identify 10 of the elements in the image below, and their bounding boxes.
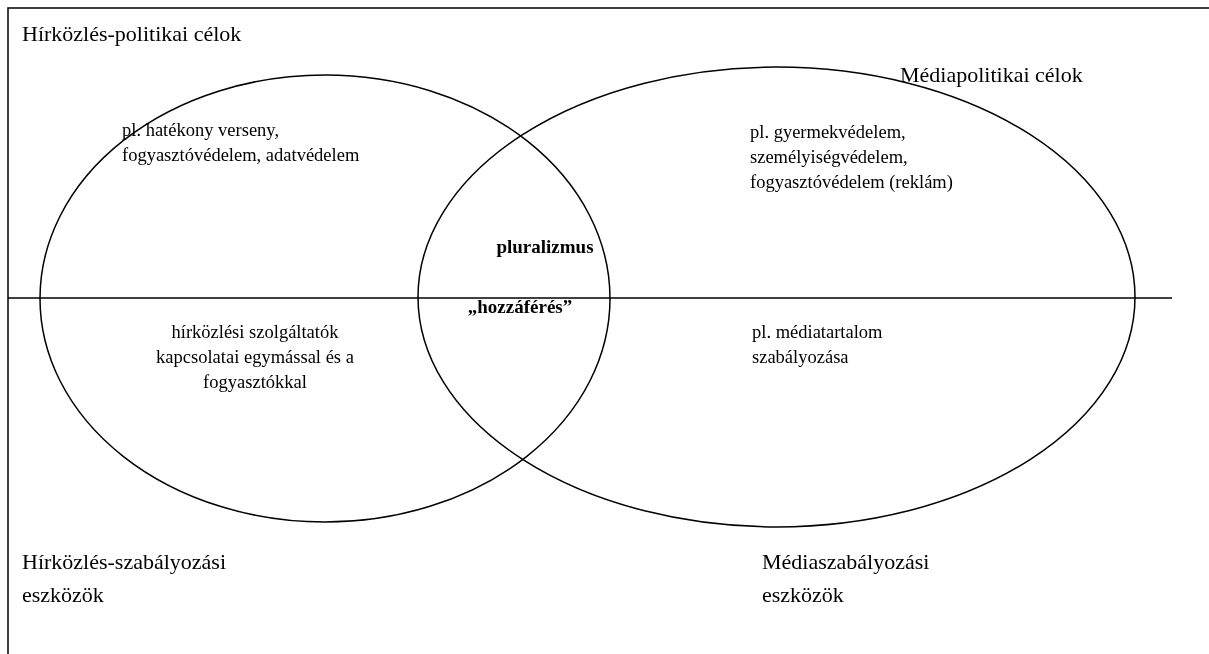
group-title: Médiapolitikai célok xyxy=(900,61,1084,89)
overlap-text: pluralizmus xyxy=(495,235,595,259)
region-text: hírközlési szolgáltatók kapcsolatai egymással és a fogyasztókkal xyxy=(155,321,355,394)
region-text: pl. gyermekvédelem, személyiségvédelem, fogyasztóvédelem (reklám) xyxy=(750,121,954,194)
region-text: pl. hatékony verseny, fogyasztóvédelem, adatvédelem xyxy=(122,119,361,167)
group-title: Hírközlés-szabályozási eszközök xyxy=(22,548,228,609)
region-text: pl. médiatartalom szabályozása xyxy=(752,321,884,369)
overlap-text: „hozzáférés” xyxy=(466,295,574,319)
group-title: Médiaszabályozási eszközök xyxy=(762,548,931,609)
group-title: Hírközlés-politikai célok xyxy=(22,20,243,48)
